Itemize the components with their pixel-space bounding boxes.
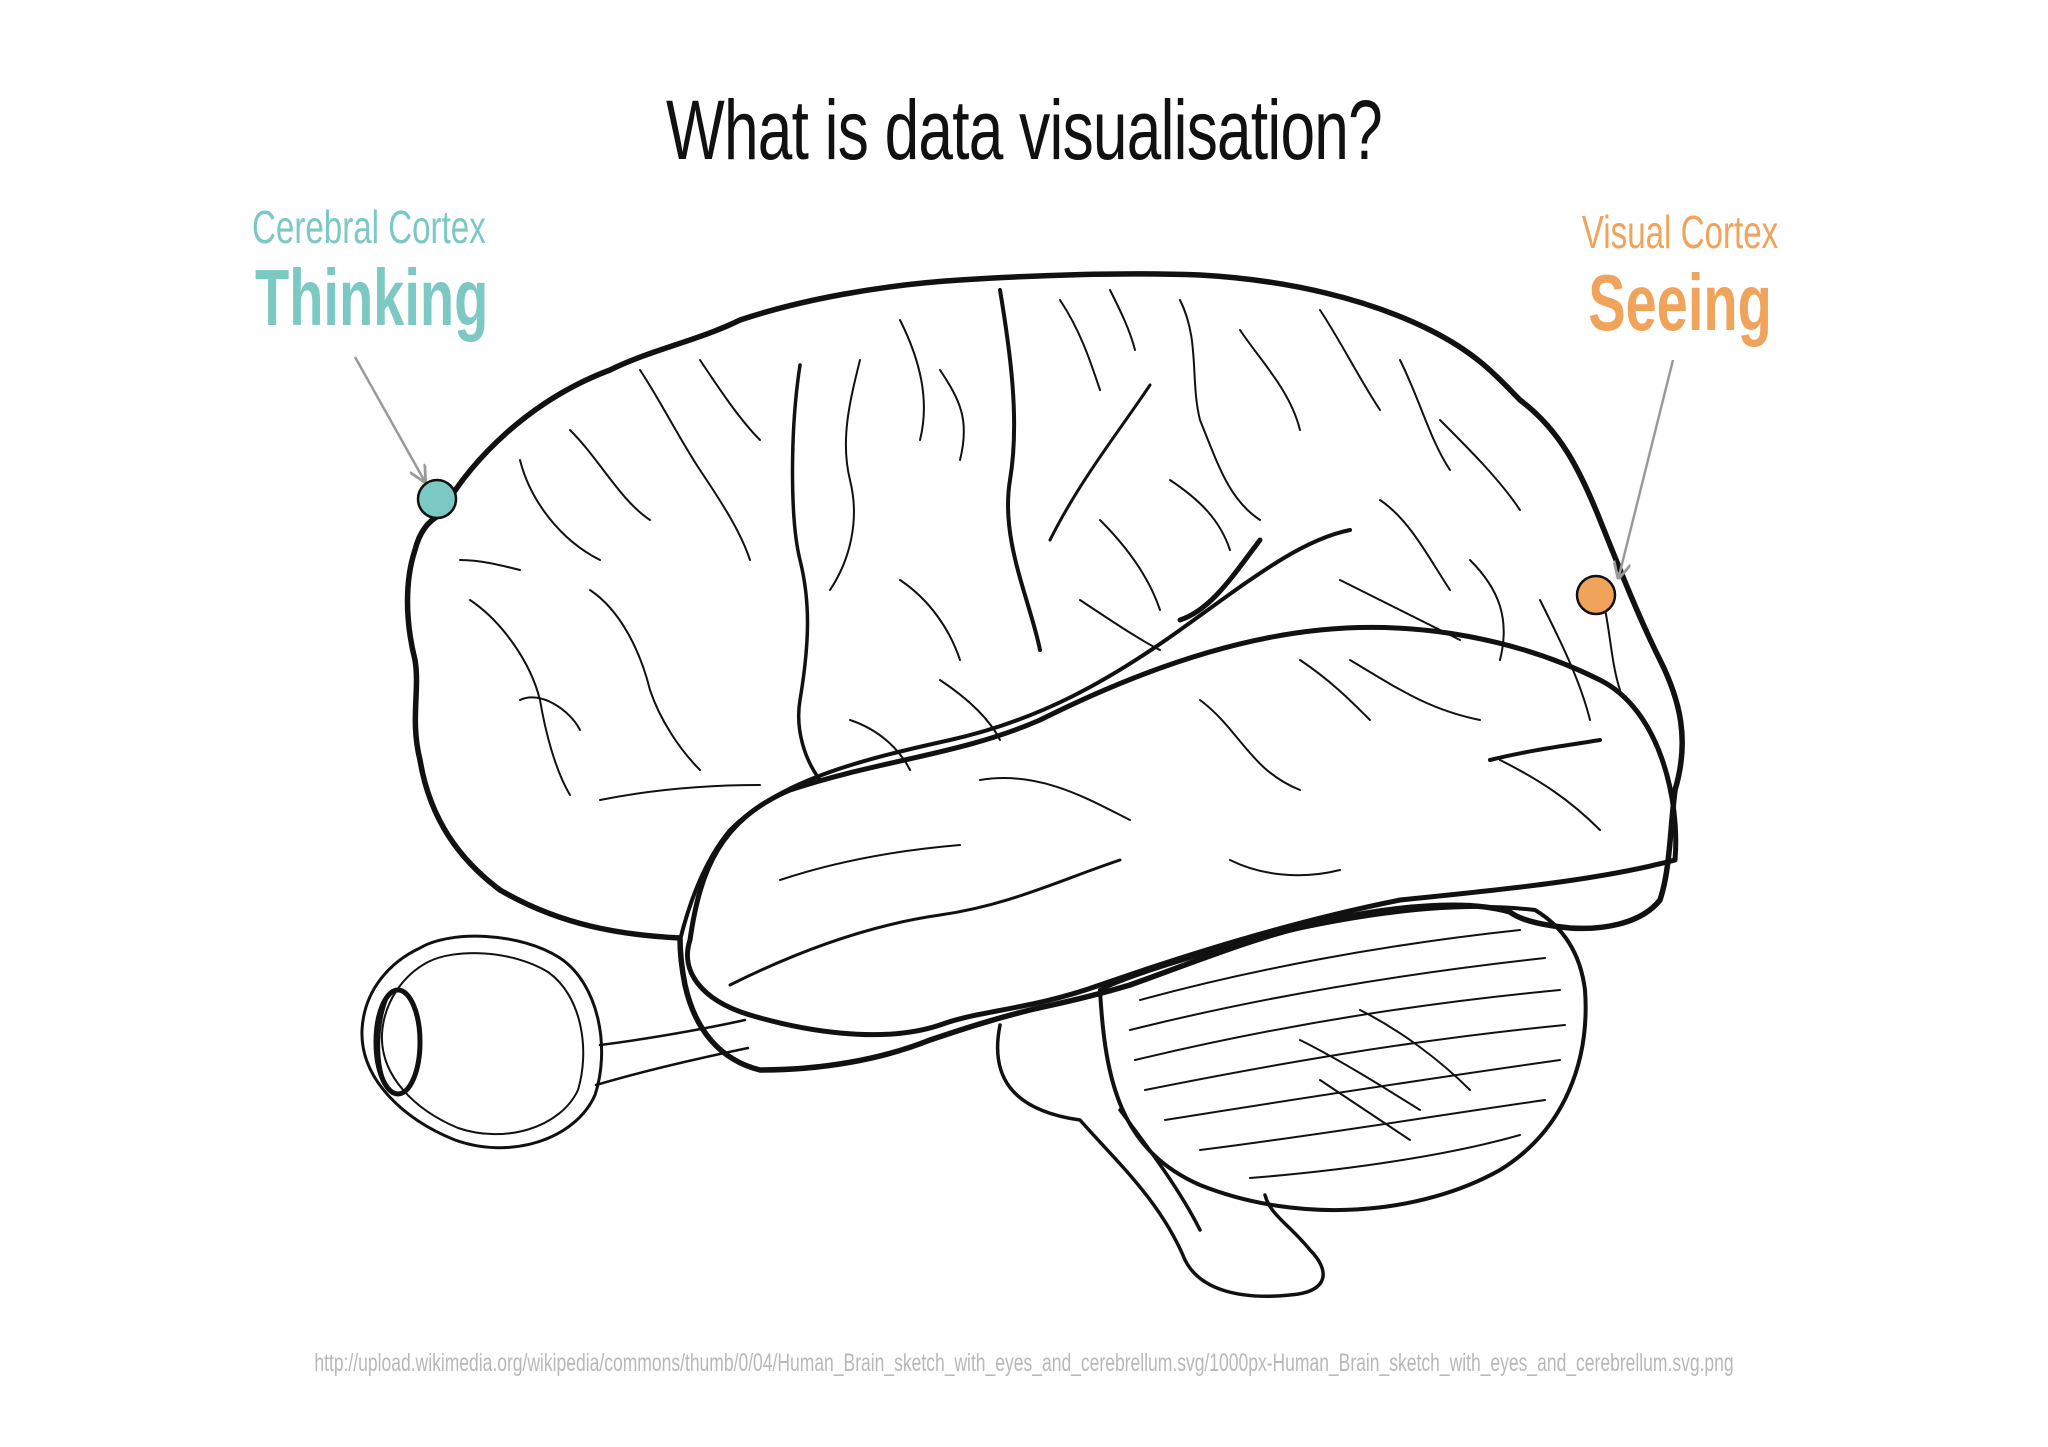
teal-dot-icon — [416, 478, 458, 520]
page-title: What is data visualisation? — [666, 83, 1383, 177]
cerebrum-illustration — [404, 271, 1685, 1073]
seeing-heading: Seeing — [1588, 258, 1772, 347]
cerebral-cortex-subtitle: Cerebral Cortex — [252, 201, 486, 253]
source-url: http://upload.wikimedia.org/wikipedia/co… — [314, 1349, 1734, 1377]
cerebellum-illustration — [1097, 904, 1588, 1213]
temporal-lobe-illustration — [685, 624, 1679, 1038]
orange-dot-icon — [1575, 574, 1617, 616]
thinking-heading: Thinking — [255, 253, 489, 342]
cerebral-cortex-label: Cerebral Cortex Thinking — [210, 200, 510, 344]
visual-cortex-subtitle: Visual Cortex — [1581, 206, 1779, 258]
seeing-arrow-icon — [1619, 359, 1675, 576]
thinking-arrow-icon — [353, 356, 424, 480]
eye-illustration — [360, 934, 750, 1150]
visual-cortex-label: Visual Cortex Seeing — [1530, 205, 1830, 349]
